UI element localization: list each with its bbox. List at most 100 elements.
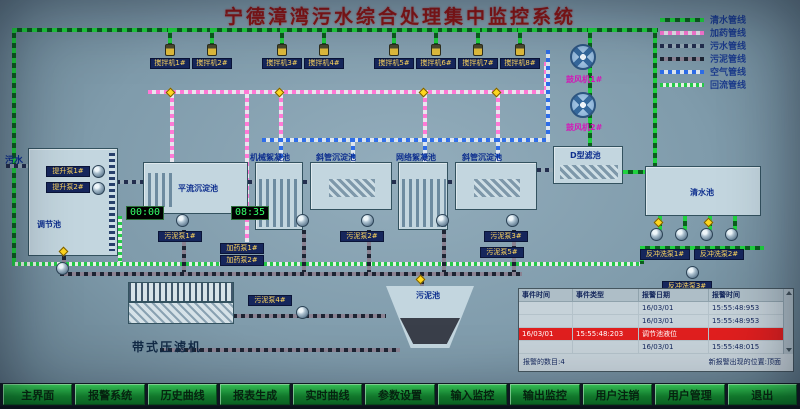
tank-regulating: 调节池: [28, 148, 118, 256]
lift-pump-1-icon[interactable]: [92, 165, 105, 178]
lift-pump-1-label: 提升泵1#: [46, 166, 90, 177]
blower-1-fan-icon[interactable]: [570, 44, 596, 70]
menu-input-monitor-button[interactable]: 输入监控: [437, 384, 508, 405]
mixer-motor-icon[interactable]: [431, 44, 441, 56]
mixer-motor-icon[interactable]: [165, 44, 175, 56]
pipe-air-drop: [351, 138, 355, 162]
sludge-pump-3-icon[interactable]: [506, 214, 519, 227]
backwash-pump-3-icon[interactable]: [686, 266, 699, 279]
legend-item: 清水管线: [660, 13, 792, 26]
menu-main-screen-button[interactable]: 主界面: [3, 384, 73, 405]
alarm-row[interactable]: 16/03/01 15:55:48:953: [519, 315, 785, 328]
menu-history-curve-button[interactable]: 历史曲线: [147, 384, 218, 405]
pipe-beltpress-outlet: [160, 348, 400, 352]
pipe-sewage-to-dfilter: [537, 168, 553, 172]
legend-label: 回流管线: [710, 81, 747, 91]
pipe-sewage-reg-to-sed: [116, 180, 143, 184]
sludge-fill: [400, 318, 460, 344]
sludge-pump-2-icon[interactable]: [296, 214, 309, 227]
belt-press-body: [128, 302, 234, 324]
lift-pump-2-icon[interactable]: [92, 182, 105, 195]
inflow-label: 污水: [5, 156, 24, 166]
tank-grid-floc-label: 网络絮凝池: [396, 153, 436, 162]
page-title: 宁德漳湾污水综合处理集中监控系统: [223, 6, 576, 28]
sludge-pump-1-icon[interactable]: [176, 214, 189, 227]
legend-item: 污水管线: [660, 39, 792, 52]
pipe-mixer-drop: [168, 28, 172, 44]
pipe-sludge-main: [60, 272, 522, 276]
regulating-outlet-pump-icon[interactable]: [56, 262, 69, 275]
level-gauge: [109, 153, 115, 251]
alarm-row[interactable]: 16/03/01 15:55:48:015: [519, 341, 785, 354]
legend-item: 污泥管线: [660, 52, 792, 65]
scroll-up-icon[interactable]: [785, 291, 792, 295]
alarm-table-header: 事件时间 事件类型 报警日期 报警时间: [519, 289, 785, 302]
tank-clean-water-label: 清水池: [690, 188, 714, 197]
menu-user-manage-button[interactable]: 用户管理: [655, 384, 725, 405]
mixer-motor-icon[interactable]: [473, 44, 483, 56]
alarm-header-cell: 报警日期: [639, 289, 709, 301]
tank-d-filter-label: D型滤池: [570, 151, 601, 160]
alarm-header-cell: 报警时间: [709, 289, 785, 301]
pipe-sludge-riser: [302, 230, 306, 272]
pipe-sludge-to-beltpress: [233, 314, 386, 318]
menu-alarm-system-button[interactable]: 报警系统: [75, 384, 145, 405]
alarm-cell: 15:55:48:203: [573, 328, 639, 340]
mixer-motor-icon[interactable]: [515, 44, 525, 56]
tank-horizontal-sedimentation: 平流沉淀池: [143, 162, 248, 214]
pipe-dosing-main: [148, 90, 548, 94]
return-line-icon: [660, 82, 704, 87]
menu-output-monitor-button[interactable]: 输出监控: [510, 384, 580, 405]
legend-label: 空气管线: [710, 68, 747, 78]
pipe-clean-top-main: [12, 28, 658, 32]
sludge-pump-icon[interactable]: [361, 214, 374, 227]
legend-label: 污泥管线: [710, 55, 747, 65]
backwash-pump-2-icon[interactable]: [675, 228, 688, 241]
pipe-backwash-collector: [640, 246, 764, 250]
pipe-sewage-connector: [392, 180, 398, 184]
pipe-dosing-drop: [279, 90, 283, 162]
alarm-scrollbar[interactable]: [783, 289, 793, 354]
menu-report-generate-button[interactable]: 报表生成: [220, 384, 290, 405]
backwash-pump-icon[interactable]: [725, 228, 738, 241]
tank-tube-sedimentation-1: [310, 162, 392, 210]
sludge-pump-4-label: 污泥泵4#: [248, 295, 292, 306]
backwash-pump-icon[interactable]: [700, 228, 713, 241]
menu-exit-button[interactable]: 退出: [727, 384, 797, 405]
alarm-row[interactable]: 16/03/01 15:55:48:953: [519, 302, 785, 315]
blower-2-fan-icon[interactable]: [570, 92, 596, 118]
dosing-pump-1-label: 加药泵1#: [220, 243, 264, 254]
pipe-mixer-drop: [322, 28, 326, 44]
alarm-cell: [573, 341, 639, 353]
backwash-pump-1-icon[interactable]: [650, 228, 663, 241]
baffle-pattern: [148, 173, 174, 207]
sewage-line-icon: [660, 43, 704, 48]
alarm-cell: [573, 302, 639, 314]
menu-user-logout-button[interactable]: 用户注销: [582, 384, 653, 405]
mixer-motor-icon[interactable]: [319, 44, 329, 56]
scroll-down-icon[interactable]: [785, 348, 792, 352]
sludge-pump-icon[interactable]: [436, 214, 449, 227]
tank-sludge: 污泥池: [386, 286, 474, 348]
pipe-sewage-connector: [448, 180, 455, 184]
mixer-2-label: 搅拌机2#: [192, 58, 232, 69]
alarm-row-active[interactable]: 16/03/01 15:55:48:203 调节池液位: [519, 328, 785, 341]
mixer-motor-icon[interactable]: [389, 44, 399, 56]
pipe-mixer-drop: [518, 28, 522, 44]
pipe-cleanwater-pump-drop: [733, 216, 737, 230]
pipe-legend: 清水管线 加药管线 污水管线 污泥管线 空气管线 回流管线: [660, 13, 792, 91]
pipe-clean-left-riser: [12, 28, 16, 264]
menu-realtime-curve-button[interactable]: 实时曲线: [292, 384, 363, 405]
alarm-cell: [709, 328, 785, 340]
alarm-cell: 16/03/01: [639, 302, 709, 314]
mixer-motor-icon[interactable]: [277, 44, 287, 56]
alarm-position: 新报警出现的位置:顶面: [708, 358, 781, 366]
mixer-motor-icon[interactable]: [207, 44, 217, 56]
pipe-mixer-drop: [210, 28, 214, 44]
alarm-header-cell: 事件类型: [573, 289, 639, 301]
alarm-footer: 报警的数目:4 新报警出现的位置:顶面: [519, 354, 793, 367]
sludge-pump-4-icon[interactable]: [296, 306, 309, 319]
alarm-cell: [519, 341, 573, 353]
dosing-pump-2-label: 加药泵2#: [220, 255, 264, 266]
menu-parameter-settings-button[interactable]: 参数设置: [365, 384, 435, 405]
